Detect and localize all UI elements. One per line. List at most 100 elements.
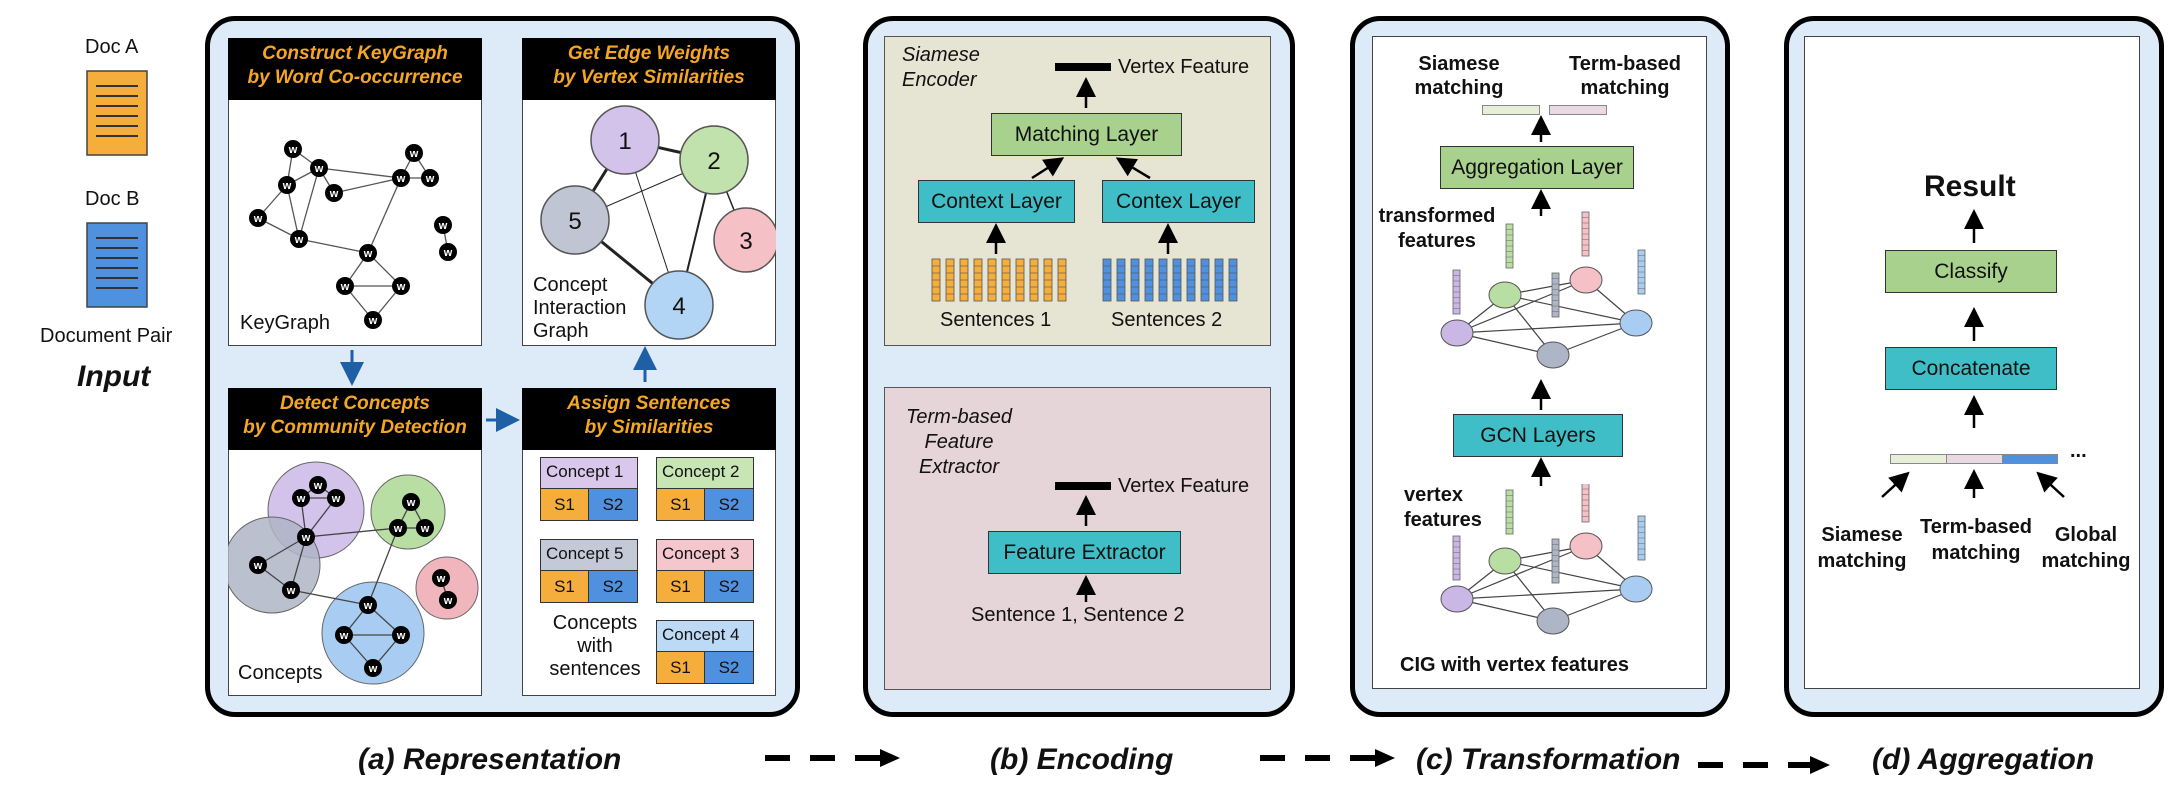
- edge-header-line-1: Get Edge Weights: [567, 43, 731, 64]
- siamese-label-line-2: Encoder: [902, 69, 977, 91]
- sentence-1-cell: S1: [657, 652, 705, 683]
- community-word-node: w: [392, 626, 410, 644]
- sentence-2-vector: [1102, 258, 1112, 302]
- community-word-node: w: [335, 626, 353, 644]
- keygraph-word-node: w: [421, 169, 439, 187]
- siamese-feature-bar: [1482, 105, 1540, 115]
- term-matching-line-2: matching: [1580, 77, 1670, 99]
- concept-card-title: Concept 2: [657, 458, 753, 489]
- keygraph-word-node: w: [392, 169, 410, 187]
- vertex-feature-bar-2: [1055, 482, 1111, 490]
- svg-text:w: w: [313, 480, 323, 492]
- svg-text:2: 2: [707, 148, 720, 175]
- community-word-node: w: [432, 569, 450, 587]
- transformed-features-label: transformed features: [1377, 204, 1497, 254]
- sentences-1-label: Sentences 1: [940, 309, 1052, 331]
- concatenate-block: Concatenate: [1885, 347, 2057, 390]
- sentence-2-cell: S2: [589, 571, 637, 602]
- concept-node-4: 4: [644, 270, 714, 340]
- concept-card-title: Concept 3: [657, 540, 753, 571]
- keygraph-label: KeyGraph: [240, 312, 331, 334]
- community-word-node: w: [364, 659, 382, 677]
- svg-text:w: w: [443, 595, 453, 607]
- concept-card-title: Concept 5: [541, 540, 637, 571]
- transformed-feature-vector: [1452, 269, 1461, 315]
- with-sentences-line-2: with: [577, 635, 613, 657]
- vertex-features-line-1: vertex: [1404, 484, 1463, 506]
- svg-text:w: w: [286, 585, 296, 597]
- keygraph-header-line-2: by Word Co-occurrence: [247, 67, 463, 88]
- sentence-1-vector: [945, 258, 955, 302]
- vertex-feature-vector: [1637, 515, 1646, 561]
- svg-text:w: w: [296, 493, 306, 505]
- caption-transformation: (c) Transformation: [1416, 743, 1681, 776]
- agg-term-line-2: matching: [1931, 542, 2021, 564]
- term-label-line-2: Feature: [924, 431, 994, 453]
- transformed-node: [1619, 309, 1653, 337]
- flow-arrowhead-c: [1810, 756, 1830, 774]
- keygraph-word-node: w: [290, 230, 308, 248]
- cig-label: Concept Interaction Graph: [533, 274, 626, 343]
- doc-b-label: Doc B: [85, 188, 140, 210]
- vertex-graph: [1440, 484, 1653, 635]
- transformation-arrows: [1531, 115, 1551, 486]
- cig-label-line-2: Interaction: [533, 297, 627, 319]
- svg-text:w: w: [329, 188, 339, 200]
- sentence-1-vector: [1043, 258, 1053, 302]
- agg-term-line-1: Term-based: [1920, 516, 2032, 538]
- svg-text:w: w: [294, 234, 304, 246]
- classify-block: Classify: [1885, 250, 2057, 293]
- keygraph-header: Construct KeyGraph by Word Co-occurrence: [228, 38, 482, 100]
- transformed-node: [1488, 281, 1522, 309]
- vertex-node: [1488, 547, 1522, 575]
- vertex-edge: [1456, 598, 1554, 622]
- svg-text:w: w: [443, 247, 453, 259]
- svg-text:w: w: [420, 523, 430, 535]
- keygraph-word-node: w: [325, 184, 343, 202]
- caption-representation: (a) Representation: [358, 743, 622, 776]
- transformed-line-1: transformed: [1378, 205, 1496, 227]
- vertex-feature-vector: [1551, 538, 1560, 584]
- svg-text:w: w: [396, 173, 406, 185]
- term-extractor-label: Term-based Feature Extractor: [898, 405, 1020, 480]
- community-word-node: w: [402, 493, 420, 511]
- sentence-1-vector: [1057, 258, 1067, 302]
- with-sentences-line-3: sentences: [549, 658, 641, 680]
- siamese-encoder-label: Siamese Encoder: [902, 43, 980, 93]
- vertex-node: [1569, 532, 1603, 560]
- svg-text:w: w: [301, 532, 311, 544]
- svg-text:w: w: [339, 630, 349, 642]
- term-feature-bar: [1549, 105, 1607, 115]
- representation-arrows: [340, 346, 657, 432]
- transformed-edge: [1456, 322, 1637, 334]
- keygraph-word-node: w: [364, 311, 382, 329]
- vertex-features-label: vertex features: [1404, 483, 1482, 533]
- assign-header-line-1: Assign Sentences: [567, 393, 731, 414]
- vertex-feature-label-2: Vertex Feature: [1118, 475, 1250, 497]
- transformed-feature-vector: [1637, 249, 1646, 295]
- detect-header-line-2: by Community Detection: [243, 417, 467, 438]
- sentence-1-cell: S1: [657, 489, 705, 520]
- term-matching-line-1: Term-based: [1569, 53, 1681, 75]
- concept-node-1: 1: [590, 105, 660, 175]
- sentence-1-vector: [987, 258, 997, 302]
- sentences-2-label: Sentences 2: [1111, 309, 1223, 331]
- transformed-feature-vector: [1581, 211, 1590, 257]
- concat-siamese-segment: [1890, 454, 1948, 464]
- keygraph-word-node: w: [249, 209, 267, 227]
- sentence-2-vector: [1186, 258, 1196, 302]
- cig-label-line-1: Concept: [533, 274, 608, 296]
- svg-text:4: 4: [672, 293, 685, 320]
- svg-text:w: w: [282, 180, 292, 192]
- agg-term-label: Term-based matching: [1911, 514, 2041, 566]
- sentence-2-cell: S2: [705, 652, 753, 683]
- svg-text:w: w: [288, 144, 298, 156]
- keygraph-word-node: w: [434, 216, 452, 234]
- siamese-matching-line-2: matching: [1414, 77, 1504, 99]
- sentence-2-cell: S2: [705, 571, 753, 602]
- cig-vertex-features-caption: CIG with vertex features: [1400, 654, 1629, 676]
- keygraph-word-node: w: [278, 176, 296, 194]
- sentence-1-vector: [1029, 258, 1039, 302]
- community-word-node: w: [297, 528, 315, 546]
